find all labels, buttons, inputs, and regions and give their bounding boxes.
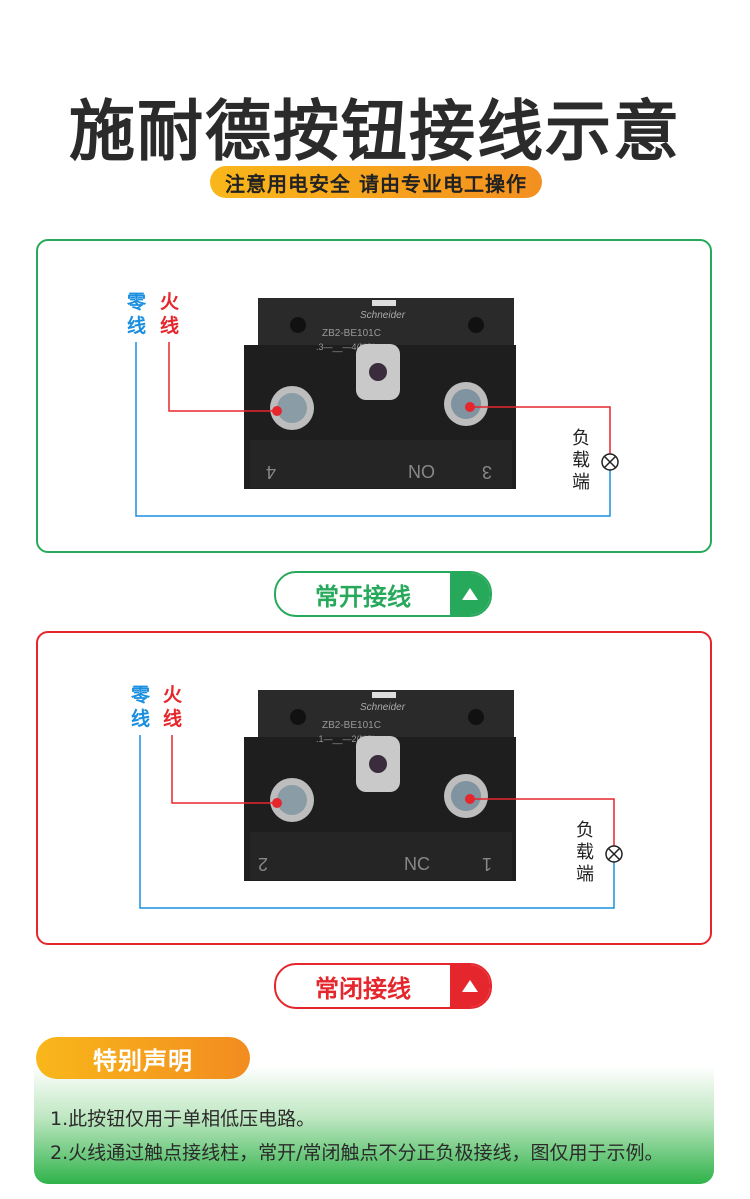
live-wire-label: 火线 bbox=[160, 291, 180, 337]
neutral-wire-label: 零线 bbox=[131, 684, 151, 730]
live-wire bbox=[171, 735, 277, 804]
terminal-mid-label: NO bbox=[408, 462, 435, 482]
terminal-left-label: 2 bbox=[258, 854, 268, 874]
terminal-right-label: 1 bbox=[482, 854, 492, 874]
neutral-wire bbox=[139, 735, 615, 909]
model-label: ZB2-BE101C bbox=[322, 328, 381, 339]
page-title: 施耐德按钮接线示意 bbox=[69, 93, 681, 170]
live-wire-label: 火线 bbox=[163, 684, 183, 730]
terminal-left-label: 4 bbox=[266, 462, 276, 482]
normally-open-caption: 常开接线 bbox=[274, 571, 492, 617]
live-wire bbox=[168, 342, 277, 412]
triangle-up-icon bbox=[450, 573, 490, 615]
terminal-mid-label: NC bbox=[404, 854, 430, 874]
notice-line-1: 1.此按钮仅用于单相低压电路。 bbox=[50, 1108, 316, 1130]
notice-line-2: 2.火线通过触点接线柱，常开/常闭触点不分正负极接线，图仅用于示例。 bbox=[50, 1142, 664, 1164]
load-terminal-label: 负载端 bbox=[576, 820, 594, 885]
neutral-wire bbox=[135, 342, 611, 517]
normally-closed-caption: 常闭接线 bbox=[274, 963, 492, 1009]
load-wire bbox=[470, 798, 615, 846]
safety-warning-badge: 注意用电安全 请由专业电工操作 bbox=[210, 166, 542, 198]
terminal-right-label: 3 bbox=[482, 462, 492, 482]
normally-open-caption-text: 常开接线 bbox=[315, 582, 411, 611]
model-label: ZB2-BE101C bbox=[322, 720, 381, 731]
contact-marking: .3—__—4(NO) bbox=[316, 342, 376, 352]
brand-label: Schneider bbox=[360, 310, 406, 321]
load-wire bbox=[470, 406, 611, 454]
contact-block-no: Schneider ZB2-BE101C .3—__—4(NO) 4 NO 3 bbox=[244, 298, 516, 489]
load-terminal-label: 负载端 bbox=[572, 428, 590, 493]
neutral-wire-label: 零线 bbox=[127, 291, 147, 337]
lamp-icon bbox=[605, 845, 623, 863]
normally-closed-caption-text: 常闭接线 bbox=[315, 974, 411, 1003]
contact-marking: .1—__—2(NC) bbox=[316, 734, 376, 744]
contact-block-nc: Schneider ZB2-BE101C .1—__—2(NC) 2 NC 1 bbox=[244, 690, 516, 881]
triangle-up-icon bbox=[450, 965, 490, 1007]
notice-title: 特别声明 bbox=[36, 1037, 250, 1079]
normally-open-diagram-panel bbox=[36, 239, 712, 553]
brand-label: Schneider bbox=[360, 702, 406, 713]
lamp-icon bbox=[601, 453, 619, 471]
